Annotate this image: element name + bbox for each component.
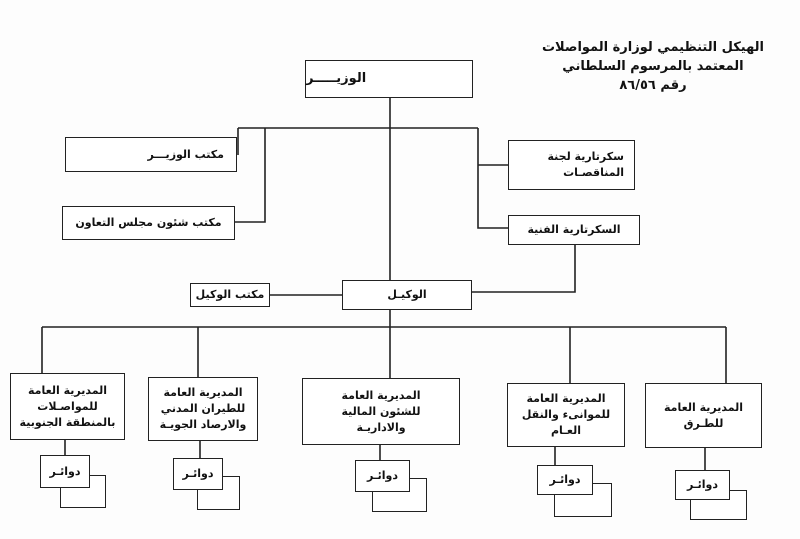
box-label: المديرية العامة (526, 392, 606, 405)
box-label: دوائـر (182, 467, 214, 480)
box-label: المديرية العامة (664, 400, 743, 414)
box-label: والارصاد الجويـة (159, 418, 247, 431)
box-label: مكتب الوزيـــر (147, 147, 224, 161)
box-label: والاداريـة (356, 420, 406, 434)
box-label: المديرية العامة (163, 386, 243, 399)
box-label: للطيران المدني (160, 402, 246, 415)
directorate-civil-aviation: المديرية العامة للطيران المدني والارصاد … (148, 377, 258, 441)
box-label: المديرية العامة (28, 383, 107, 397)
title-line: المعتمد بالمرسوم السلطاني (562, 59, 744, 74)
box-label: الوكيـل (387, 288, 427, 301)
undersecretary-box: الوكيـل (342, 280, 472, 310)
box-label: الوزيـــــر (306, 71, 367, 86)
box-label: للطـرق (683, 416, 724, 430)
box-label: المناقصـات (563, 166, 624, 179)
cooperation-council-office-box: مكتب شئون مجلس التعاون (62, 206, 235, 240)
box-label: للمواصـلات (37, 399, 98, 413)
chart-title: الهيكل التنظيمي لوزارة المواصلات المعتمد… (542, 38, 764, 95)
box-label: دوائـر (687, 478, 718, 491)
technical-secretariat-box: السكرتارية الفنية (508, 215, 640, 245)
box-label: سكرتارية لجنة (547, 150, 624, 163)
directorate-finance-admin: المديرية العامة للشئون المالية والاداريـ… (302, 378, 460, 445)
box-label: دوائـر (367, 469, 398, 482)
box-label: بالمنطقة الجنوبية (19, 415, 116, 429)
title-line: الهيكل التنظيمي لوزارة المواصلات (541, 40, 764, 55)
directorate-roads: المديرية العامة للطـرق (645, 383, 762, 448)
departments-box: دوائـر (675, 470, 730, 500)
departments-box: دوائـر (355, 460, 410, 492)
directorate-southern-region: المديرية العامة للمواصـلات بالمنطقة الجن… (10, 373, 125, 440)
title-line: رقم ٨٦/٥٦ (619, 78, 687, 93)
box-label: دوائـر (549, 473, 581, 486)
box-label: السكرتارية الفنية (527, 223, 621, 236)
minister-office-box: مكتب الوزيـــر (65, 137, 237, 172)
box-label: المديرية العامة (341, 388, 421, 402)
undersecretary-office-box: مكتب الوكيل (190, 283, 270, 307)
box-label: مكتب الوكيل (195, 288, 265, 301)
box-label: للشئون المالية (341, 404, 421, 418)
departments-box: دوائـر (173, 458, 223, 490)
box-label: مكتب شئون مجلس التعاون (75, 216, 222, 229)
departments-box: دوائـر (40, 455, 90, 488)
tenders-secretariat-box: سكرتارية لجنة المناقصـات (508, 140, 635, 190)
minister-box: الوزيـــــر (305, 60, 473, 98)
box-label: دوائـر (49, 464, 81, 478)
box-label: العـام (550, 424, 582, 437)
box-label: للموانىء والنقل (521, 408, 611, 421)
departments-box: دوائـر (537, 465, 593, 495)
directorate-ports-transport: المديرية العامة للموانىء والنقل العـام (507, 383, 625, 447)
